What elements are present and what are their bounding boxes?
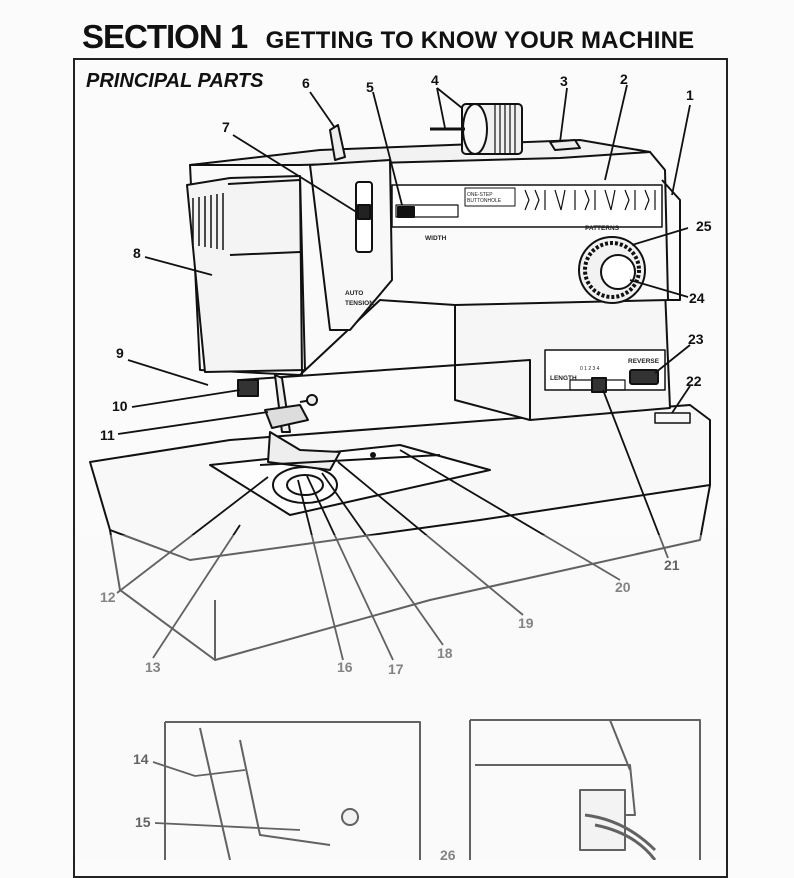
callout-19: 19 [518, 615, 534, 631]
width-lever [397, 206, 415, 218]
width-label: WIDTH [425, 235, 447, 242]
callout-21: 21 [664, 557, 680, 573]
callout-11: 11 [100, 427, 115, 443]
section-heading: SECTION 1 GETTING TO KNOW YOUR MACHINE [82, 18, 694, 56]
length-scale: 0 1 2 3 4 [580, 366, 600, 372]
auto-label: AUTO [345, 290, 363, 297]
bobbin-winder [549, 139, 581, 151]
length-label: LENGTH [550, 375, 577, 382]
callout-9: 9 [116, 345, 124, 361]
callout-5: 5 [366, 79, 374, 95]
callout-18: 18 [437, 645, 453, 661]
thread-guide [329, 124, 346, 161]
needle-clamp [237, 379, 259, 397]
callout-10: 10 [112, 398, 128, 414]
detail-box-right [470, 719, 701, 860]
vent-slots [192, 193, 224, 250]
reverse-button [629, 369, 659, 385]
sewing-machine-illustration: AUTO TENSION WIDTH PATTERNS ONE-STEP BUT… [89, 71, 712, 860]
callout-20: 20 [615, 579, 631, 595]
callout-26: 26 [440, 847, 456, 860]
callout-14: 14 [133, 751, 149, 767]
reverse-label: REVERSE [628, 358, 660, 365]
callout-7: 7 [222, 119, 230, 135]
presser-foot-holder [264, 404, 309, 429]
page-subtitle: PRINCIPAL PARTS [86, 70, 264, 92]
callout-15: 15 [135, 814, 151, 830]
tension-label: TENSION [345, 300, 374, 307]
callout-22: 22 [686, 373, 702, 389]
callout-13: 13 [145, 659, 161, 675]
callout-17: 17 [388, 661, 404, 677]
callout-12: 12 [100, 589, 116, 605]
callout-4: 4 [431, 72, 439, 88]
callout-24: 24 [689, 290, 705, 306]
width-lever-track [395, 204, 459, 218]
detail-box-left [165, 721, 421, 860]
callout-23: 23 [688, 331, 704, 347]
callout-6: 6 [302, 75, 310, 91]
callout-1: 1 [686, 87, 694, 103]
faded-print-area [75, 535, 726, 860]
callout-25: 25 [696, 218, 712, 234]
section-title: GETTING TO KNOW YOUR MACHINE [265, 27, 695, 54]
callout-2: 2 [620, 71, 628, 87]
patterns-label: PATTERNS [585, 225, 620, 232]
one-step-label: ONE-STEP [467, 192, 493, 198]
buttonhole-label: BUTTONHOLE [467, 198, 502, 204]
stitch-length-dial [591, 377, 607, 393]
callout-8: 8 [133, 245, 141, 261]
callout-16: 16 [337, 659, 353, 675]
callout-3: 3 [560, 73, 568, 89]
section-number: SECTION 1 [82, 18, 248, 55]
